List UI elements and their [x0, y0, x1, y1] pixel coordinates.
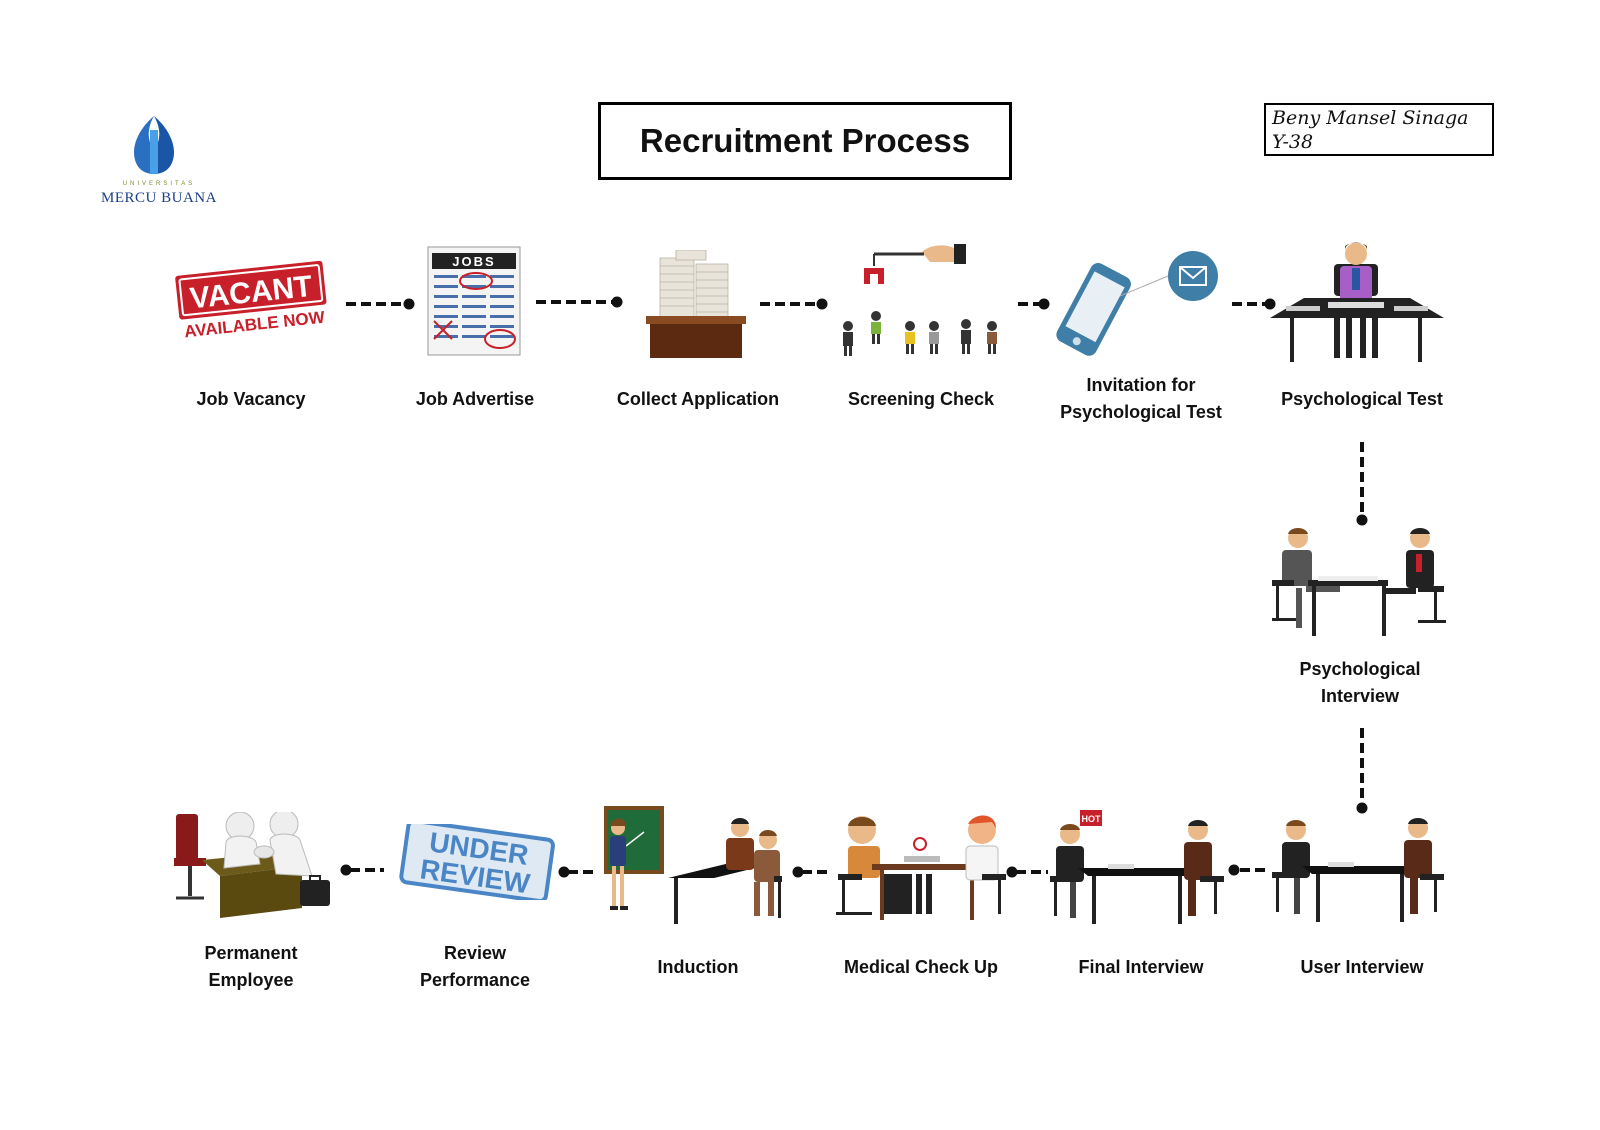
label-permanent-line1: Permanent: [204, 943, 298, 963]
page-title: Recruitment Process: [598, 102, 1012, 180]
label-psych-interview-line2: Interview: [1320, 686, 1400, 706]
label-medical-check-up: Medical Check Up: [843, 957, 999, 977]
connector-dot: [1264, 298, 1276, 310]
connector-dot: [1356, 802, 1368, 814]
newspaper-header: JOBS: [452, 254, 495, 269]
author-name: Beny Mansel Sinaga: [1272, 107, 1469, 129]
connector-dot: [1228, 864, 1240, 876]
connector-dot: [611, 296, 623, 308]
phone-email-icon: [1056, 251, 1218, 356]
connector-dot: [1038, 298, 1050, 310]
screening-magnet-icon: [843, 244, 997, 356]
page-title-text: Recruitment Process: [639, 122, 971, 159]
label-screening-check: Screening Check: [847, 389, 995, 409]
connector-dot: [816, 298, 828, 310]
connector-dot: [403, 298, 415, 310]
label-review-line2: Performance: [419, 970, 531, 990]
medical-check-icon: [836, 815, 1006, 920]
connector-dot: [1006, 866, 1018, 878]
label-final-interview: Final Interview: [1078, 957, 1204, 977]
connector-dot: [1356, 514, 1368, 526]
author-code: Y-38: [1272, 131, 1314, 153]
newspaper-icon: JOBS: [427, 246, 521, 356]
user-interview-icon: [1272, 818, 1444, 922]
vacant-sign-icon: VACANT AVAILABLE NOW: [175, 260, 327, 341]
label-job-advertise: Job Advertise: [415, 389, 535, 409]
author-box: Beny Mansel Sinaga Y-38: [1264, 103, 1494, 156]
two-person-interview-icon: [1272, 528, 1446, 636]
connector-dot: [340, 864, 352, 876]
label-invitation: Invitation for Psychological Test: [1026, 372, 1256, 426]
connector-dot: [792, 866, 804, 878]
label-psych-interview-line1: Psychological: [1299, 659, 1421, 679]
hot-sign-text: HOT: [1082, 814, 1102, 824]
label-permanent-line2: Employee: [208, 970, 294, 990]
induction-classroom-icon: [604, 806, 782, 924]
under-review-stamp-icon: UNDER REVIEW: [399, 824, 555, 900]
label-job-vacancy: Job Vacancy: [196, 389, 306, 409]
final-interview-icon: HOT: [1050, 810, 1224, 924]
label-induction: Induction: [657, 957, 739, 977]
handshake-deal-icon: [174, 812, 330, 918]
label-invitation-line1: Invitation for: [1086, 375, 1196, 395]
label-collect-application: Collect Application: [616, 389, 780, 409]
paper-stack-desk-icon: [646, 250, 746, 358]
label-invitation-line2: Psychological Test: [1060, 402, 1222, 422]
test-taker-desk-icon: [1270, 242, 1444, 362]
mercu-buana-logo: [134, 116, 174, 174]
label-psychological-interview: Psychological Interview: [1245, 656, 1475, 710]
connector-dot: [558, 866, 570, 878]
label-review-performance: Review Performance: [360, 940, 590, 994]
label-psychological-test: Psychological Test: [1281, 389, 1443, 409]
label-user-interview: User Interview: [1300, 957, 1424, 977]
label-review-line1: Review: [443, 943, 507, 963]
label-permanent-employee: Permanent Employee: [136, 940, 366, 994]
logo-name: MERCU BUANA: [101, 190, 217, 206]
logo-small-text: UNIVERSITAS: [122, 181, 196, 187]
